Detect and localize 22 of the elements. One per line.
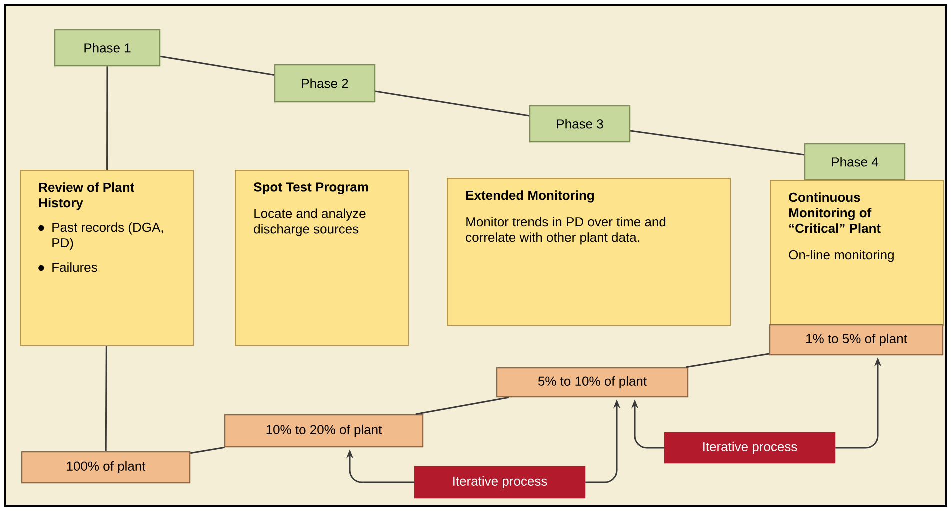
connector-line [160, 56, 275, 76]
connector-line [376, 90, 530, 117]
percentage-box: 1% to 5% of plant [769, 324, 944, 356]
stage-card: Spot Test Program Locate and analyze discharge sources [235, 170, 410, 346]
connector-line [106, 66, 108, 170]
phase-box: Phase 3 [529, 105, 631, 143]
connector-line [416, 396, 510, 416]
stage-card: Extended Monitoring Monitor trends in PD over time and correlate with other plant data. [447, 178, 732, 326]
process-tag: Iterative process [664, 432, 836, 464]
percentage-box: 10% to 20% of plant [224, 414, 424, 448]
connector-line [686, 353, 770, 368]
phase-box: Phase 4 [804, 143, 906, 181]
percentage-box: 5% to 10% of plant [496, 367, 689, 398]
connector-line [190, 446, 226, 454]
phase-box: Phase 1 [54, 29, 161, 67]
connector-line [105, 346, 108, 452]
stage-card: Review of Plant History Past records (DGA, PD) Failures [20, 170, 194, 346]
phase-box: Phase 2 [274, 64, 376, 103]
percentage-box: 100% of plant [21, 451, 191, 484]
connector-line [630, 130, 804, 156]
stage-card: Continuous Monitoring of “Critical” Plant On-line monitoring [770, 180, 944, 326]
process-tag: Iterative process [414, 466, 586, 499]
